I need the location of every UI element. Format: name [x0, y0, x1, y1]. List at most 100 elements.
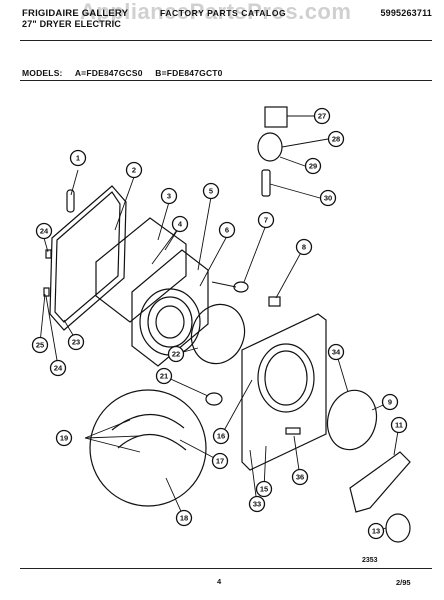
callout-16: 16 [212, 427, 230, 445]
part-hinge-clip [66, 189, 75, 213]
svg-text:19: 19 [60, 434, 68, 443]
catalog-part-number: 5995263711 [380, 8, 432, 18]
svg-text:34: 34 [332, 348, 341, 357]
callout-8: 8 [295, 238, 313, 256]
callout-22: 22 [167, 345, 185, 363]
part-latch-strike [233, 281, 249, 293]
leader-hinge-to-strike [211, 281, 237, 288]
svg-text:11: 11 [395, 421, 403, 430]
callout-24-lower: 24 [49, 359, 67, 377]
part-detail-hinge-arc [111, 413, 185, 431]
svg-text:13: 13 [372, 527, 380, 536]
svg-text:23: 23 [72, 338, 80, 347]
svg-text:28: 28 [332, 135, 340, 144]
callout-5: 5 [202, 182, 220, 200]
svg-text:24: 24 [40, 227, 49, 236]
svg-text:9: 9 [388, 398, 392, 407]
svg-text:21: 21 [160, 372, 168, 381]
product-subtitle: 27" DRYER ELECTRIC [22, 19, 122, 29]
part-top-connector [264, 106, 288, 128]
callout-30: 30 [319, 189, 337, 207]
svg-text:8: 8 [302, 243, 306, 252]
callout-18: 18 [175, 509, 193, 527]
part-door-window-inner [147, 296, 193, 348]
svg-text:3: 3 [167, 192, 171, 201]
svg-text:22: 22 [172, 350, 180, 359]
part-hinge-upper [45, 249, 52, 259]
part-drum-seal-ring [326, 389, 378, 451]
svg-text:29: 29 [309, 162, 317, 171]
figure-number: 2353 [362, 557, 378, 564]
part-detail-inset [89, 389, 207, 507]
part-door-window-core [155, 305, 185, 339]
svg-text:36: 36 [296, 473, 304, 482]
models-line: MODELS: A=FDE847GCS0 B=FDE847GCT0 [22, 68, 233, 78]
page-number: 4 [217, 577, 222, 586]
callout-6: 6 [218, 221, 236, 239]
part-latch-catch [268, 296, 281, 307]
callout-33: 33 [248, 495, 266, 513]
svg-text:2: 2 [132, 166, 136, 175]
model-a: A=FDE847GCS0 [74, 68, 143, 78]
svg-text:33: 33 [253, 500, 261, 509]
svg-text:25: 25 [36, 341, 44, 350]
part-detail-hinge-arc-lower [117, 433, 187, 451]
revision-date: 2/95 [396, 578, 411, 587]
callout-7: 7 [257, 211, 275, 229]
part-heater-housing [257, 132, 283, 162]
svg-text:15: 15 [260, 485, 268, 494]
callout-25: 25 [31, 336, 49, 354]
callout-9: 9 [381, 393, 399, 411]
svg-text:16: 16 [217, 432, 225, 441]
part-door-switch [285, 427, 301, 435]
part-door-gasket [190, 303, 246, 365]
callout-23: 23 [67, 333, 85, 351]
models-label: MODELS: [22, 68, 63, 78]
callout-29: 29 [304, 157, 322, 175]
callout-2: 2 [125, 161, 143, 179]
callout-28: 28 [327, 130, 345, 148]
svg-text:30: 30 [324, 194, 332, 203]
footer-rule [20, 568, 432, 569]
callout-11: 11 [390, 416, 408, 434]
header-rule [20, 40, 432, 41]
callout-24-upper: 24 [35, 222, 53, 240]
brand-title: FRIGIDAIRE GALLERY [22, 8, 129, 19]
svg-text:18: 18 [180, 514, 188, 523]
part-door-window [139, 288, 201, 356]
part-door-hinge-assembly [205, 392, 223, 406]
svg-text:6: 6 [225, 226, 229, 235]
callout-3: 3 [160, 187, 178, 205]
part-door-outer-panel [49, 185, 127, 331]
model-b: B=FDE847GCT0 [155, 68, 223, 78]
part-door-liner [95, 217, 187, 323]
catalog-title: FACTORY PARTS CATALOG [160, 8, 287, 18]
svg-text:17: 17 [216, 457, 224, 466]
callout-19: 19 [55, 429, 73, 447]
part-front-panel-opening-inner [264, 350, 308, 406]
callout-markers: 1 2 3 4 5 6 7 8 24 25 23 24 22 21 19 17 … [31, 107, 408, 540]
watermark-text: AppliancePartsPros.com [80, 0, 352, 24]
part-hinge-lower [43, 287, 50, 297]
part-duct-ring [385, 513, 411, 543]
part-door-outer-inner-edge [54, 191, 121, 323]
callout-17: 17 [211, 452, 229, 470]
models-rule [20, 80, 432, 81]
part-door-inner-frame [131, 249, 209, 367]
callout-21: 21 [155, 367, 173, 385]
part-front-panel-opening [257, 343, 315, 413]
callout-1: 1 [69, 149, 87, 167]
callout-36: 36 [291, 468, 309, 486]
svg-text:7: 7 [264, 216, 268, 225]
svg-text:24: 24 [54, 364, 63, 373]
part-lint-duct [349, 451, 411, 513]
callout-13: 13 [367, 522, 385, 540]
part-front-panel [241, 313, 327, 471]
part-thermal-fuse [261, 169, 271, 197]
callout-4: 4 [171, 215, 189, 233]
callout-15: 15 [255, 480, 273, 498]
svg-text:27: 27 [318, 112, 326, 121]
svg-text:1: 1 [76, 154, 80, 163]
part-drawings [43, 106, 411, 543]
